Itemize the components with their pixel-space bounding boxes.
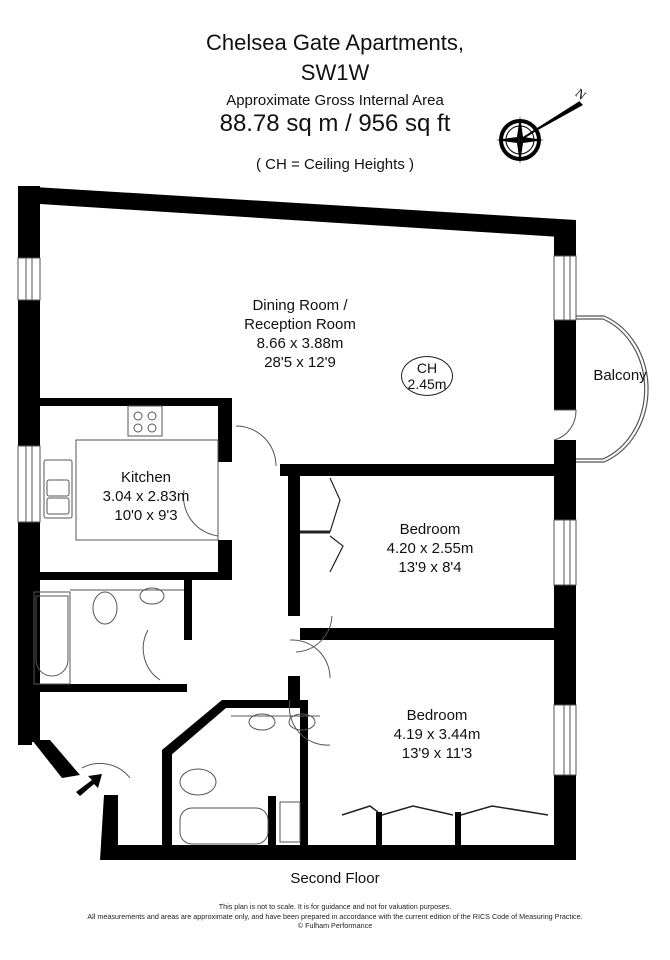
balcony: [576, 315, 649, 463]
room-name: Bedroom: [399, 521, 461, 538]
kitchen-fixtures: [43, 405, 219, 541]
room-dimensions-imperial: 13'9 x 11'3: [401, 745, 473, 762]
room-dimensions-imperial: 13'9 x 8'4: [398, 559, 462, 576]
room-name-2: Reception Room: [244, 316, 356, 333]
windows: [17, 255, 577, 776]
balcony-door-swing: [553, 409, 577, 441]
ceiling-height-label: CH: [416, 360, 438, 376]
room-dimensions-metric: 4.19 x 3.44m: [393, 726, 481, 743]
disclaimer: This plan is not to scale. It is for gui…: [0, 902, 670, 931]
room-name: Bedroom: [406, 707, 468, 724]
room-dimensions-metric: 4.20 x 2.55m: [386, 540, 474, 557]
room-name: Balcony: [593, 367, 647, 384]
floor-name: Second Floor: [290, 870, 380, 887]
room-label-kitchen: Kitchen 3.04 x 2.83m 10'0 x 9'3: [76, 468, 216, 525]
room-dimensions-imperial: 10'0 x 9'3: [114, 507, 178, 524]
room-label-reception: Dining Room / Reception Room 8.66 x 3.88…: [200, 296, 400, 372]
property-postcode: SW1W: [300, 60, 370, 85]
area-value: 88.78 sq m / 956 sq ft: [219, 110, 451, 137]
bathroom-fixtures: [33, 587, 184, 685]
ceiling-height-badge: CH 2.45m: [401, 356, 453, 396]
room-label-bedroom-2: Bedroom 4.19 x 3.44m 13'9 x 11'3: [367, 706, 507, 763]
wardrobe-doors: [341, 805, 549, 816]
room-dimensions-metric: 3.04 x 2.83m: [102, 488, 190, 505]
room-dimensions-metric: 8.66 x 3.88m: [256, 335, 344, 352]
room-dimensions-imperial: 28'5 x 12'9: [264, 354, 336, 371]
door-swings: [81, 425, 333, 779]
room-label-balcony: Balcony: [580, 366, 660, 385]
property-title: Chelsea Gate Apartments,: [205, 30, 465, 55]
balcony-door-opening: [554, 410, 576, 440]
compass-rose-icon: N: [496, 85, 590, 164]
interior-walls: [32, 398, 576, 847]
entrance-arrow-icon: [76, 774, 102, 796]
ceiling-note: ( CH = Ceiling Heights ): [256, 156, 414, 173]
room-label-bedroom-1: Bedroom 4.20 x 2.55m 13'9 x 8'4: [360, 520, 500, 577]
area-label: Approximate Gross Internal Area: [226, 92, 444, 109]
bedroom1-wardrobes: [300, 477, 344, 573]
room-name: Dining Room /: [252, 297, 348, 314]
room-name: Kitchen: [120, 469, 172, 486]
disclaimer-line-2: All measurements and areas are approxima…: [87, 911, 583, 921]
ensuite-fixtures: [179, 713, 320, 845]
copyright: © Fulham Performance: [297, 921, 373, 931]
disclaimer-line-1: This plan is not to scale. It is for gui…: [218, 902, 452, 911]
ceiling-height-value: 2.45m: [407, 376, 447, 392]
